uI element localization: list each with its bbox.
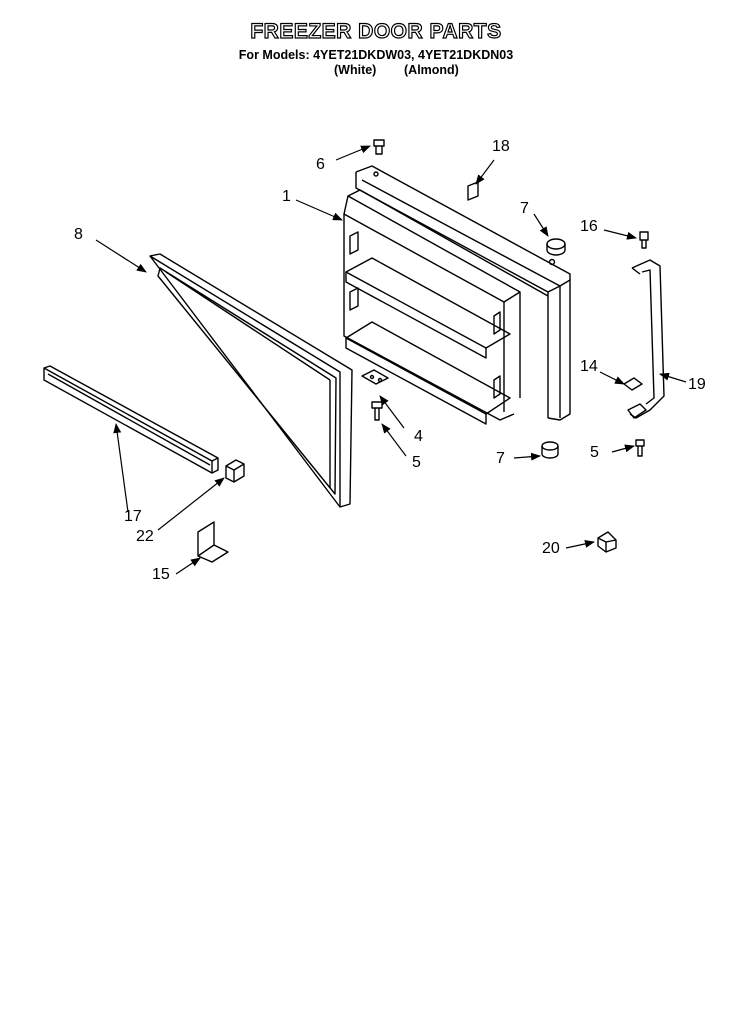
callout-6: 6 xyxy=(316,156,325,173)
callout-4: 4 xyxy=(414,428,423,445)
door-stop-part xyxy=(597,531,617,553)
label-part xyxy=(467,181,479,201)
callout-5-hinge: 5 xyxy=(412,454,421,471)
callout-1: 1 xyxy=(282,188,291,205)
bottom-hinge-part xyxy=(361,369,389,385)
model-numbers: For Models: 4YET21DKDW03, 4YET21DKDN03 xyxy=(238,48,514,62)
diagram-header: FREEZER DOOR PARTS xyxy=(0,19,752,44)
door-handle-part xyxy=(627,259,665,419)
variant-almond: (Almond) xyxy=(404,63,459,77)
callout-5-handle: 5 xyxy=(590,444,599,461)
callout-7-bottom: 7 xyxy=(496,450,505,467)
door-liner-part xyxy=(343,165,571,425)
callout-18: 18 xyxy=(492,138,510,155)
leader-arrows xyxy=(95,145,687,575)
handle-insert-part xyxy=(623,377,643,391)
callout-15: 15 xyxy=(152,566,170,583)
variant-white: (White) xyxy=(334,63,377,77)
door-gasket-part xyxy=(149,253,353,508)
hinge-pin-hole-right xyxy=(548,258,556,266)
callout-14: 14 xyxy=(580,358,598,375)
callout-8: 8 xyxy=(74,226,83,243)
handle-bottom-screw-part xyxy=(635,439,645,457)
top-screw-part xyxy=(373,139,385,155)
callout-19: 19 xyxy=(688,376,706,393)
bottom-bushing-part xyxy=(541,441,559,459)
top-cap-part xyxy=(546,238,566,256)
clip-part xyxy=(225,459,245,483)
bracket-part xyxy=(197,521,229,563)
callout-20: 20 xyxy=(542,540,560,557)
callout-7-top: 7 xyxy=(520,200,529,217)
callout-16: 16 xyxy=(580,218,598,235)
hinge-pin-hole xyxy=(373,171,379,177)
page-title: FREEZER DOOR PARTS xyxy=(250,19,502,43)
hinge-screw-part xyxy=(371,401,383,421)
handle-screw-part xyxy=(639,231,649,249)
callout-22: 22 xyxy=(136,528,154,545)
callout-17: 17 xyxy=(124,508,142,525)
trim-strip-part xyxy=(43,365,219,474)
